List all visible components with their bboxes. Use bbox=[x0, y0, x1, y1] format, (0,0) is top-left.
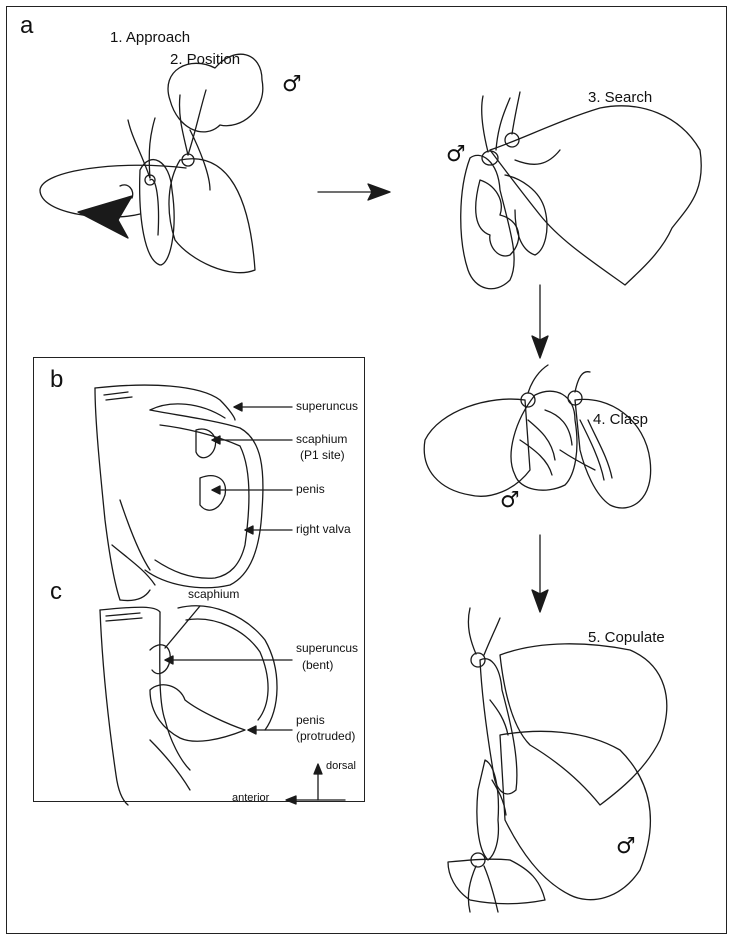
panel-b-genitalia-drawing bbox=[95, 385, 263, 600]
label-dorsal: dorsal bbox=[326, 760, 356, 772]
label-scaphium-c: scaphium bbox=[188, 588, 239, 601]
label-p1-site: (P1 site) bbox=[300, 449, 345, 462]
label-bent: (bent) bbox=[302, 659, 333, 672]
label-protruded: (protruded) bbox=[296, 730, 355, 743]
panel-c-genitalia-drawing bbox=[100, 606, 277, 805]
label-anterior: anterior bbox=[232, 792, 269, 804]
label-right-valva: right valva bbox=[296, 523, 351, 536]
label-superuncus-c: superuncus bbox=[296, 642, 358, 655]
label-superuncus-b: superuncus bbox=[296, 400, 358, 413]
label-penis-c: penis bbox=[296, 714, 325, 727]
label-scaphium-b: scaphium bbox=[296, 433, 347, 446]
label-penis-b: penis bbox=[296, 483, 325, 496]
